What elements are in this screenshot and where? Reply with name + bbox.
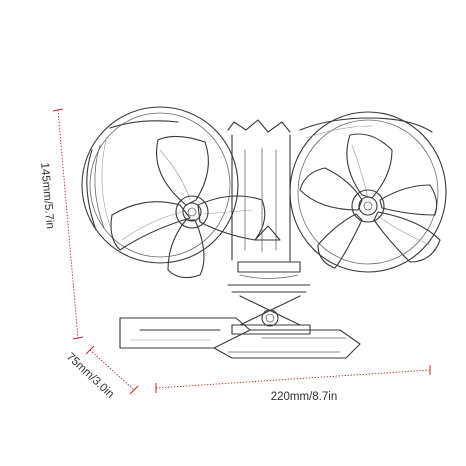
height-dimension: 145mm/5.7in <box>38 108 84 340</box>
depth-dimension: 75mm/3.0in <box>64 345 139 401</box>
stove-fan-illustration <box>81 106 447 359</box>
right-fan-housing <box>289 111 447 273</box>
left-fan-hub <box>175 195 209 229</box>
height-label: 145mm/5.7in <box>38 162 56 229</box>
width-label: 220mm/8.7in <box>271 391 337 403</box>
right-fan-blades <box>299 133 441 269</box>
depth-label: 75mm/3.0in <box>64 351 116 401</box>
fan-base-plate <box>119 317 361 359</box>
left-fan-housing <box>81 106 239 264</box>
fan-stand <box>227 284 311 335</box>
left-fan-blades <box>110 135 266 279</box>
width-dimension: 220mm/8.7in <box>155 365 431 403</box>
center-heat-sink <box>227 119 301 279</box>
right-fan-hub <box>351 189 385 223</box>
